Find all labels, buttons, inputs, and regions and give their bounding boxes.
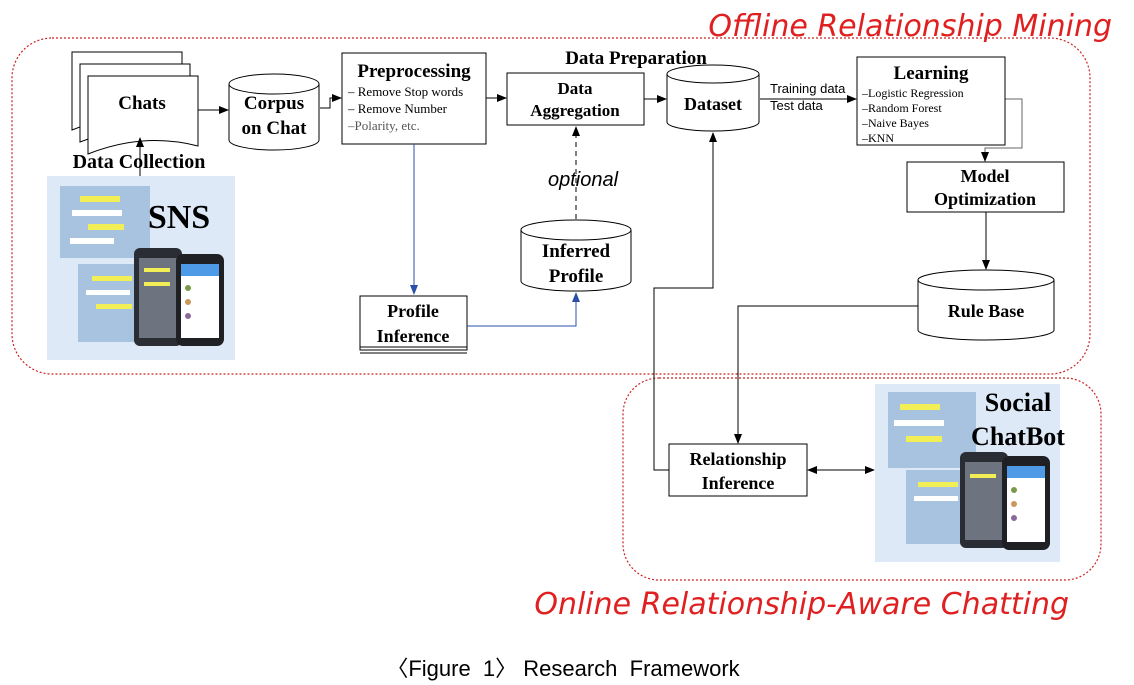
learning-item: –Random Forest [861,101,942,115]
relationship-label-line2: Inference [702,473,775,493]
profile-inference-node: Profile Inference [359,295,468,354]
preprocessing-item: – Remove Number [347,101,448,116]
relationship-label-line1: Relationship [689,449,786,469]
aggregation-label-line2: Aggregation [530,101,620,120]
relationship-inference-node: Relationship Inference [668,443,808,497]
social-label-line2: ChatBot [971,422,1065,451]
preprocessing-node: Preprocessing – Remove Stop words – Remo… [341,52,487,145]
social-chatbot-screenshot: Social ChatBot [875,384,1065,562]
learning-title: Learning [894,63,969,84]
rule-base-node: Rule Base [917,269,1055,341]
chats-label: Chats [118,93,166,114]
arrow-relationship-to-dataset [653,132,717,471]
inferred-profile-node: Inferred Profile [520,219,632,292]
offline-title: Offline Relationship Mining [708,9,1112,44]
data-aggregation-node: Data Aggregation [506,72,645,126]
learning-item: –Naive Bayes [861,116,929,130]
dataset-node: Dataset [666,64,760,132]
inferred-label-line1: Inferred [542,241,611,262]
corpus-on-chat-node: Corpus on Chat [228,73,320,151]
learning-item: –KNN [861,131,894,145]
arrow-profile-inference-to-inferred [467,292,580,327]
preprocessing-item: –Polarity, etc. [347,118,420,133]
sns-screenshot: SNS [47,176,235,360]
arrow-learning-to-model-opt [981,98,1023,162]
corpus-label-line1: Corpus [244,93,304,114]
corpus-label-line2: on Chat [242,118,308,139]
preprocessing-title: Preprocessing [357,61,471,82]
rule-base-label: Rule Base [948,301,1025,321]
sns-label: SNS [148,199,210,236]
online-region [622,377,1102,581]
offline-region [11,37,1091,375]
social-label-line1: Social [985,388,1051,417]
model-opt-label-line2: Optimization [934,189,1036,209]
training-data-label: Training data [770,81,846,96]
inferred-label-line2: Profile [549,266,604,287]
optional-label: optional [548,169,619,191]
learning-item: –Logistic Regression [861,86,964,100]
profile-inf-label-line1: Profile [387,301,439,321]
model-opt-label-line1: Model [961,166,1010,186]
aggregation-label-line1: Data [558,79,593,98]
profile-inf-label-line2: Inference [377,326,450,346]
online-title: Online Relationship-Aware Chatting [534,587,1069,622]
dataset-label: Dataset [684,94,742,114]
chats-node: Chats [71,51,199,155]
data-preparation-label: Data Preparation [565,48,707,69]
model-optimization-node: Model Optimization [906,161,1065,213]
arrow-rule-base-to-relationship [734,305,918,444]
preprocessing-item: – Remove Stop words [347,84,463,99]
arrow-corpus-to-preprocessing [320,94,342,109]
figure-caption: 〈Figure 1〉 Research Framework [386,656,740,681]
data-collection-label: Data Collection [73,151,206,173]
learning-node: Learning –Logistic Regression –Random Fo… [856,56,1006,146]
test-data-label: Test data [770,98,824,113]
